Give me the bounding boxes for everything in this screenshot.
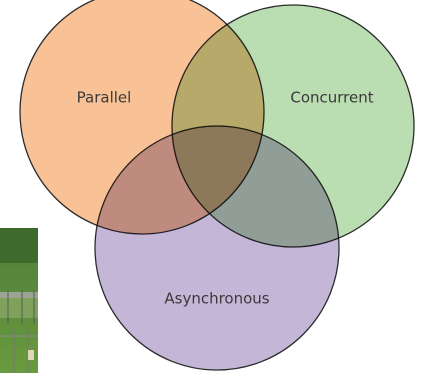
concurrent-label: Concurrent xyxy=(290,89,373,107)
venn-circles xyxy=(19,0,415,371)
asynchronous-label: Asynchronous xyxy=(164,290,269,308)
photo-fragment xyxy=(0,228,38,373)
asynchronous-circle xyxy=(94,125,340,371)
venn-labels: Parallel Concurrent Asynchronous xyxy=(77,89,374,308)
photo-fragment-image xyxy=(0,228,38,373)
parallel-label: Parallel xyxy=(77,89,132,107)
